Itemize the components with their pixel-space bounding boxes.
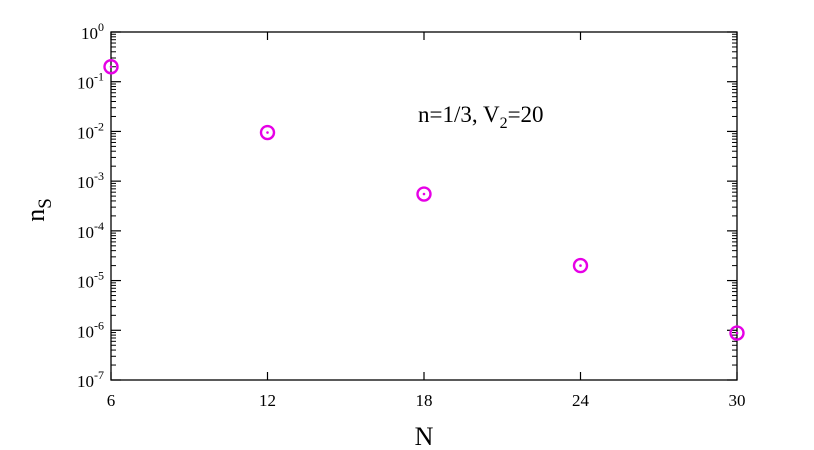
y-axis-label: nS <box>21 198 56 222</box>
y-tick-label: 10-2 <box>77 119 104 142</box>
data-point-center <box>422 192 426 196</box>
y-tick-base: 10 <box>77 372 94 391</box>
y-tick-label: 10-5 <box>77 269 104 292</box>
y-tick-exponent: -2 <box>94 119 104 133</box>
y-tick-exponent: -1 <box>94 70 104 84</box>
y-tick-label: 10-1 <box>77 70 104 93</box>
y-tick-exponent: -4 <box>94 219 104 233</box>
y-tick-exponent: -6 <box>94 318 104 332</box>
data-point-marker <box>103 59 119 75</box>
x-axis-label: N <box>415 422 434 450</box>
y-tick-base: 10 <box>77 123 94 142</box>
y-tick-label: 10-7 <box>77 368 104 391</box>
y-tick-base: 10 <box>77 322 94 341</box>
x-tick-labels: 6 12 18 24 30 <box>107 391 746 410</box>
data-point-center <box>735 331 739 335</box>
y-axis-label-base: n <box>21 209 50 222</box>
y-tick-base: 10 <box>77 173 94 192</box>
y-tick-label: 100 <box>81 20 104 43</box>
data-points <box>103 59 745 341</box>
annotation-prefix: n=1/3, V <box>418 102 500 127</box>
x-tick-label: 24 <box>572 391 590 410</box>
axis-ticks <box>110 31 738 381</box>
y-tick-base: 10 <box>77 273 94 292</box>
y-tick-exponent: -7 <box>94 368 104 382</box>
plot-annotation: n=1/3, V2=20 <box>418 102 544 132</box>
data-point-center <box>579 264 582 267</box>
data-point-marker <box>259 124 276 141</box>
x-tick-label: 6 <box>107 391 116 410</box>
y-axis-label-sub: S <box>35 198 56 209</box>
x-tick-label: 12 <box>259 391 276 410</box>
y-tick-exponent: -3 <box>94 169 104 183</box>
plot-area-frame <box>110 31 738 381</box>
annotation-suffix: =20 <box>508 102 544 127</box>
y-tick-base: 10 <box>77 223 94 242</box>
data-point-center <box>109 65 113 69</box>
y-tick-base: 10 <box>77 74 94 93</box>
x-tick-label: 18 <box>416 391 433 410</box>
y-tick-exponent: -5 <box>94 269 104 283</box>
y-tick-label: 10-4 <box>77 219 104 242</box>
y-tick-base: 10 <box>81 24 98 43</box>
y-tick-label: 10-3 <box>77 169 104 192</box>
data-point-marker <box>572 257 589 274</box>
y-tick-label: 10-6 <box>77 318 104 341</box>
annotation-sub: 2 <box>500 115 508 132</box>
data-point-center <box>266 131 269 134</box>
data-point-marker <box>416 186 432 202</box>
y-tick-exponent: 0 <box>98 20 104 34</box>
data-point-marker <box>729 325 745 341</box>
x-tick-label: 30 <box>729 391 746 410</box>
